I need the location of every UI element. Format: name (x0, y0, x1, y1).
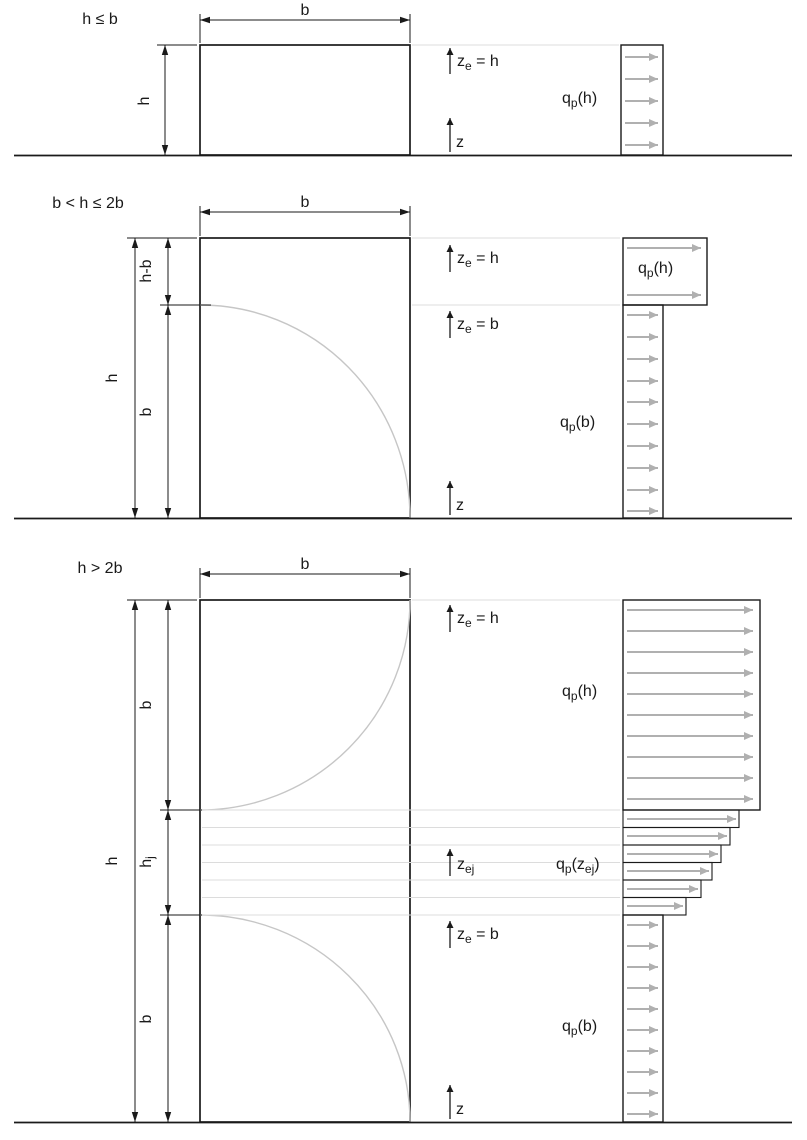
case2-pressure-block-qph (622, 237, 708, 306)
case3-ze-b-label: ze = b (457, 926, 499, 946)
case3-qph-label: qp(h) (562, 683, 597, 703)
case2-ze-b-label: ze = b (457, 316, 499, 336)
case3-upper-zone-arc (199, 599, 411, 811)
case-3-h-gt-2b: h > 2b b h b hj b ze = h z (14, 556, 792, 1124)
case3-condition-label: h > 2b (78, 560, 123, 577)
case2-b-dimension-label: b (301, 194, 310, 211)
case3-ze-h-label: ze = h (457, 610, 499, 630)
case3-pressure-strips-qpzej (622, 809, 740, 916)
case3-lower-zone-arc (199, 914, 411, 1123)
case1-qph-pressure-arrows (625, 53, 658, 149)
case3-qph-pressure-arrows (627, 606, 753, 803)
case1-z-axis-label: z (456, 134, 464, 151)
case3-qpb-label: qp(b) (562, 1018, 597, 1038)
case3-strip-reference-lines (202, 809, 620, 916)
case2-qpb-pressure-arrows (627, 311, 658, 515)
case2-ze-h-label: ze = h (457, 250, 499, 270)
case2-zone-arc (199, 304, 411, 519)
case-1-h-le-b: h ≤ b b h ze = h z qp(h) (14, 2, 792, 157)
case1-b-dimension-label: b (301, 2, 310, 19)
case1-condition-label: h ≤ b (82, 11, 118, 28)
case3-hj-dimension-label: hj (138, 856, 157, 868)
case3-b-dimension-label: b (301, 556, 310, 573)
case2-z-axis-label: z (456, 497, 464, 514)
case2-b-lower-dimension-label: b (138, 407, 155, 416)
case3-b-upper-dimension-label: b (138, 700, 155, 709)
case2-building-outline (199, 237, 411, 519)
case3-qpzej-label: qp(zej) (556, 856, 600, 876)
case2-h-dimension-label: h (104, 374, 121, 383)
case3-z-axis-label: z (456, 1101, 464, 1118)
case3-building-outline (199, 599, 411, 1123)
case2-qph-label: qp(h) (638, 260, 673, 280)
case3-h-dimension-label: h (104, 857, 121, 866)
case1-h-dimension-label: h (136, 97, 153, 106)
case1-qph-label: qp(h) (562, 90, 597, 110)
case2-condition-label: b < h ≤ 2b (52, 195, 124, 212)
case3-b-lower-dimension-label: b (138, 1014, 155, 1023)
case2-qpb-label: qp(b) (560, 414, 595, 434)
case2-hminusb-dimension-label: h-b (138, 259, 155, 282)
case2-qph-pressure-arrows (627, 244, 701, 299)
case3-qpb-pressure-arrows (627, 921, 658, 1118)
case1-ze-label: ze = h (457, 53, 499, 73)
case1-building-outline (199, 44, 411, 156)
case-2-b-lt-h-le-2b: b < h ≤ 2b b h h-b b ze = h ze = b z qp(… (14, 194, 792, 520)
case3-ze-j-label: zej (457, 856, 474, 876)
